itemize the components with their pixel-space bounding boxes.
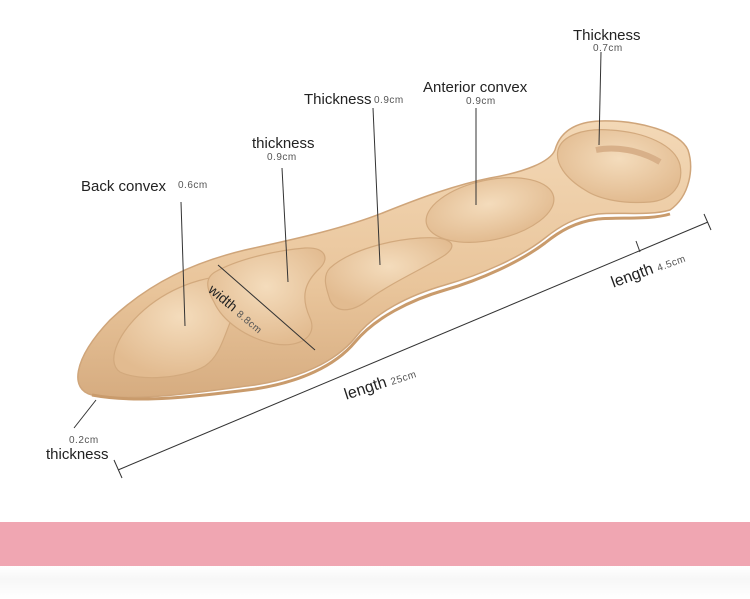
anterior-convex-pad (425, 177, 555, 243)
band-shadow (0, 566, 750, 599)
insole-edge (91, 212, 671, 401)
heel-pad (556, 129, 682, 204)
heel-thickness-value: 0.7cm (593, 43, 623, 54)
back-convex-value: 0.6cm (178, 180, 208, 191)
mid-thickness-label: Thickness (304, 91, 372, 108)
heel-thickness-label: Thickness (573, 27, 641, 44)
anterior-convex-value: 0.9cm (466, 96, 496, 107)
left-thickness-label: thickness (252, 135, 315, 152)
back-convex-label: Back convex (81, 178, 167, 195)
toe-thickness-label: thickness (46, 446, 109, 463)
arch-pad (207, 247, 326, 346)
measure-lines (73, 51, 712, 479)
left-thickness-value: 0.9cm (267, 152, 297, 163)
pink-divider-band (0, 522, 750, 566)
toe-thickness-value: 0.2cm (69, 435, 99, 446)
heel-ridge (595, 145, 662, 165)
metatarsal-pad (324, 237, 453, 311)
mid-thickness-value: 0.9cm (374, 95, 404, 106)
anterior-convex-label: Anterior convex (423, 79, 528, 96)
